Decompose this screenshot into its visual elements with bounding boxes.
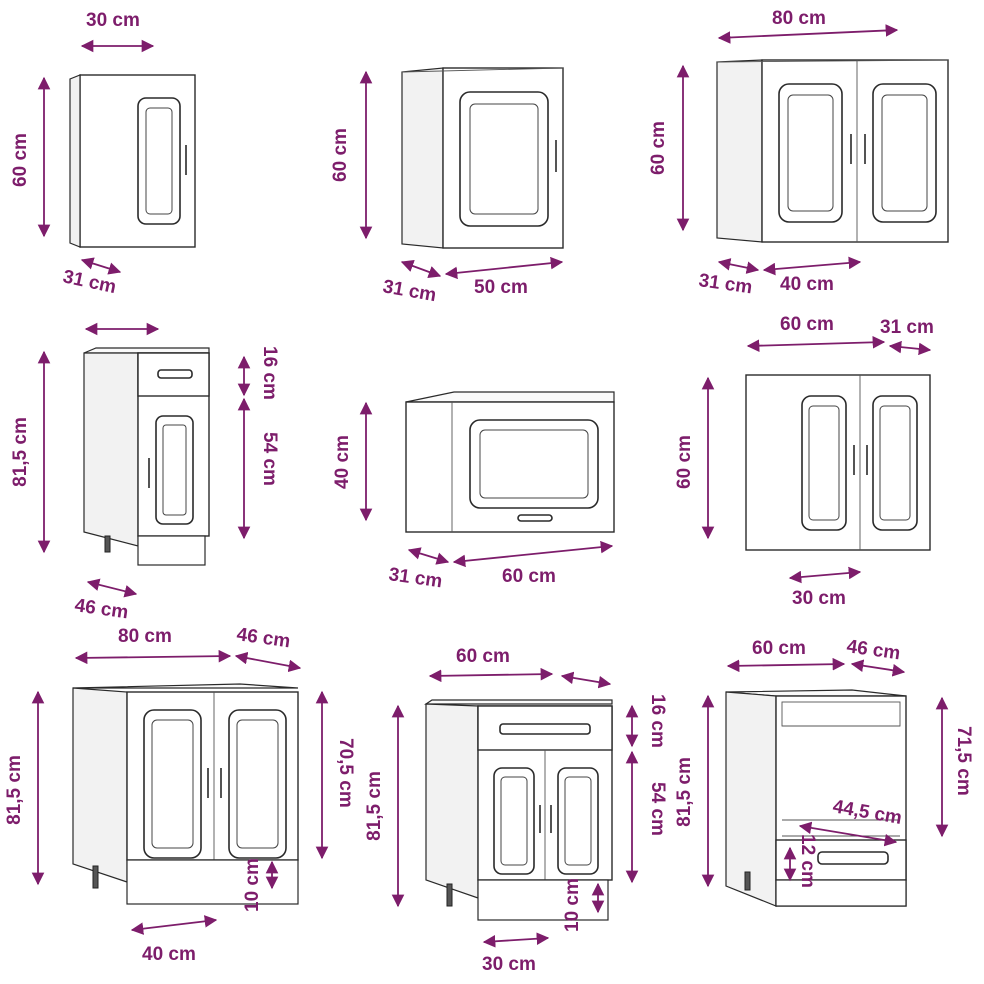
dim-label: 16 cm (259, 346, 280, 400)
dim-label: 40 cm (142, 944, 196, 965)
dim-label: 60 cm (648, 121, 669, 175)
dim-label: 80 cm (772, 8, 826, 29)
dim-label: 60 cm (780, 314, 834, 335)
dim-label: 31 cm (880, 317, 934, 338)
dim-label: 60 cm (674, 435, 695, 489)
cabinet-oven-base-60 (725, 689, 907, 907)
cabinet-base-drawer-60-dimensions: 60 cm 81,5 cm 16 cm 54 cm 10 cm 30 cm (364, 646, 668, 975)
dim-label: 10 cm (242, 858, 263, 912)
cabinet-wall-30 (69, 74, 196, 248)
dim-label: 81,5 cm (674, 757, 695, 827)
dim-label: 54 cm (647, 782, 668, 836)
dim-label: 16 cm (647, 694, 668, 748)
dim-label: 60 cm (10, 133, 31, 187)
dim-label: 71,5 cm (953, 726, 974, 796)
dim-label: 10 cm (562, 878, 583, 932)
dim-label: 40 cm (332, 435, 353, 489)
cabinet-oven-base-60-dimensions: 60 cm 46 cm 81,5 cm 71,5 cm 44,5 cm 12 c… (674, 636, 974, 888)
cabinet-wall-60-flap (405, 391, 615, 533)
dim-label: 60 cm (330, 128, 351, 182)
cabinet-wall-60-double-dimensions: 60 cm 31 cm 60 cm 30 cm (674, 314, 934, 609)
cabinet-wall-60-double (745, 374, 931, 551)
cabinet-wall-50 (401, 67, 564, 249)
dim-label: 80 cm (118, 626, 172, 647)
dim-label: 31 cm (381, 276, 438, 306)
dim-label: 50 cm (474, 277, 528, 298)
cabinet-base-drawer-60 (424, 699, 613, 921)
dim-label: 30 cm (792, 588, 846, 609)
dim-label: 70,5 cm (335, 738, 356, 808)
dim-label: 30 cm (482, 954, 536, 975)
dim-label: 81,5 cm (10, 417, 31, 487)
cabinet-sink-base-80-dimensions: 80 cm 46 cm 81,5 cm 70,5 cm 10 cm 40 cm (4, 624, 356, 965)
dim-label: 30 cm (86, 10, 140, 31)
dim-label: 31 cm (61, 266, 118, 298)
cabinet-base-drawer-30 (83, 347, 210, 566)
dim-label: 81,5 cm (4, 755, 25, 825)
dim-label: 60 cm (502, 566, 556, 587)
dim-label: 31 cm (387, 564, 443, 592)
cabinet-sink-base-80 (72, 683, 299, 905)
dim-label: 81,5 cm (364, 771, 385, 841)
dim-label: 40 cm (780, 274, 834, 295)
dim-label: 46 cm (73, 595, 129, 623)
dim-label: 46 cm (235, 624, 291, 652)
dim-label: 12 cm (797, 834, 818, 888)
cabinet-wall-80 (716, 59, 949, 243)
dim-label: 60 cm (752, 638, 806, 659)
cabinet-wall-30-dimensions: 30 cm 60 cm 31 cm (10, 10, 155, 298)
dim-label: 54 cm (259, 432, 280, 486)
dim-label: 60 cm (456, 646, 510, 667)
dim-label: 31 cm (697, 270, 753, 298)
dim-label: 46 cm (845, 636, 901, 664)
